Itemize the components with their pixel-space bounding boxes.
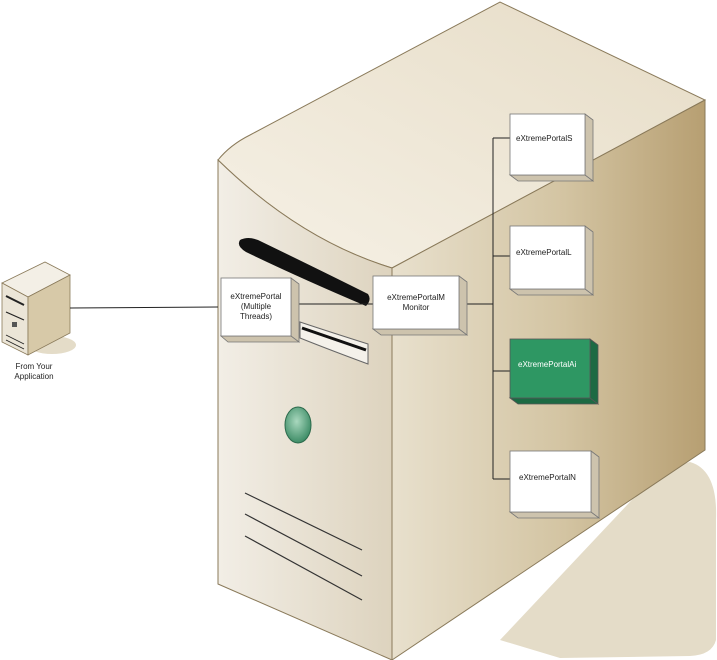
client-server-vent-2 (5, 339, 25, 350)
portal-label: eXtremePortal (Multiple Threads) (230, 292, 282, 321)
monitor-label: eXtremePortalM Monitor (387, 292, 445, 312)
node-box-2 (508, 225, 595, 296)
monitor-box-face (372, 275, 460, 330)
client-server-icon (1, 261, 76, 356)
node-box-4 (508, 450, 601, 519)
node-label-2: eXtremePortalL (516, 248, 572, 257)
drive-slot-1 (238, 238, 370, 306)
portal-box (219, 277, 301, 343)
client-server-button (12, 322, 17, 327)
node-box-4-face (509, 450, 592, 513)
node-box-3-face (509, 338, 591, 399)
vent-line-1 (244, 492, 363, 551)
client-server-slot-2 (5, 311, 25, 321)
monitor-box (371, 275, 469, 336)
vent-line-3 (244, 535, 363, 601)
connector-client-portal (69, 306, 219, 309)
node-label-4: eXtremePortalN (519, 473, 576, 482)
client-label: From Your Application (14, 362, 54, 381)
client-server-slot-1 (5, 295, 25, 306)
power-button-icon (284, 406, 312, 444)
node-box-3 (508, 338, 600, 405)
node-box-2-face (509, 225, 586, 290)
client-server-side (27, 274, 71, 356)
node-box-1 (508, 113, 595, 182)
portal-box-face (220, 277, 292, 337)
node-label-3: eXtremePortalAi (518, 360, 577, 369)
client-server-vent-1 (5, 334, 25, 345)
drive-slot-2-line (301, 326, 367, 352)
tower-shadow (500, 462, 717, 658)
node-box-1-face (509, 113, 586, 176)
vent-line-2 (244, 513, 363, 577)
node-label-1: eXtremePortalS (516, 134, 573, 143)
